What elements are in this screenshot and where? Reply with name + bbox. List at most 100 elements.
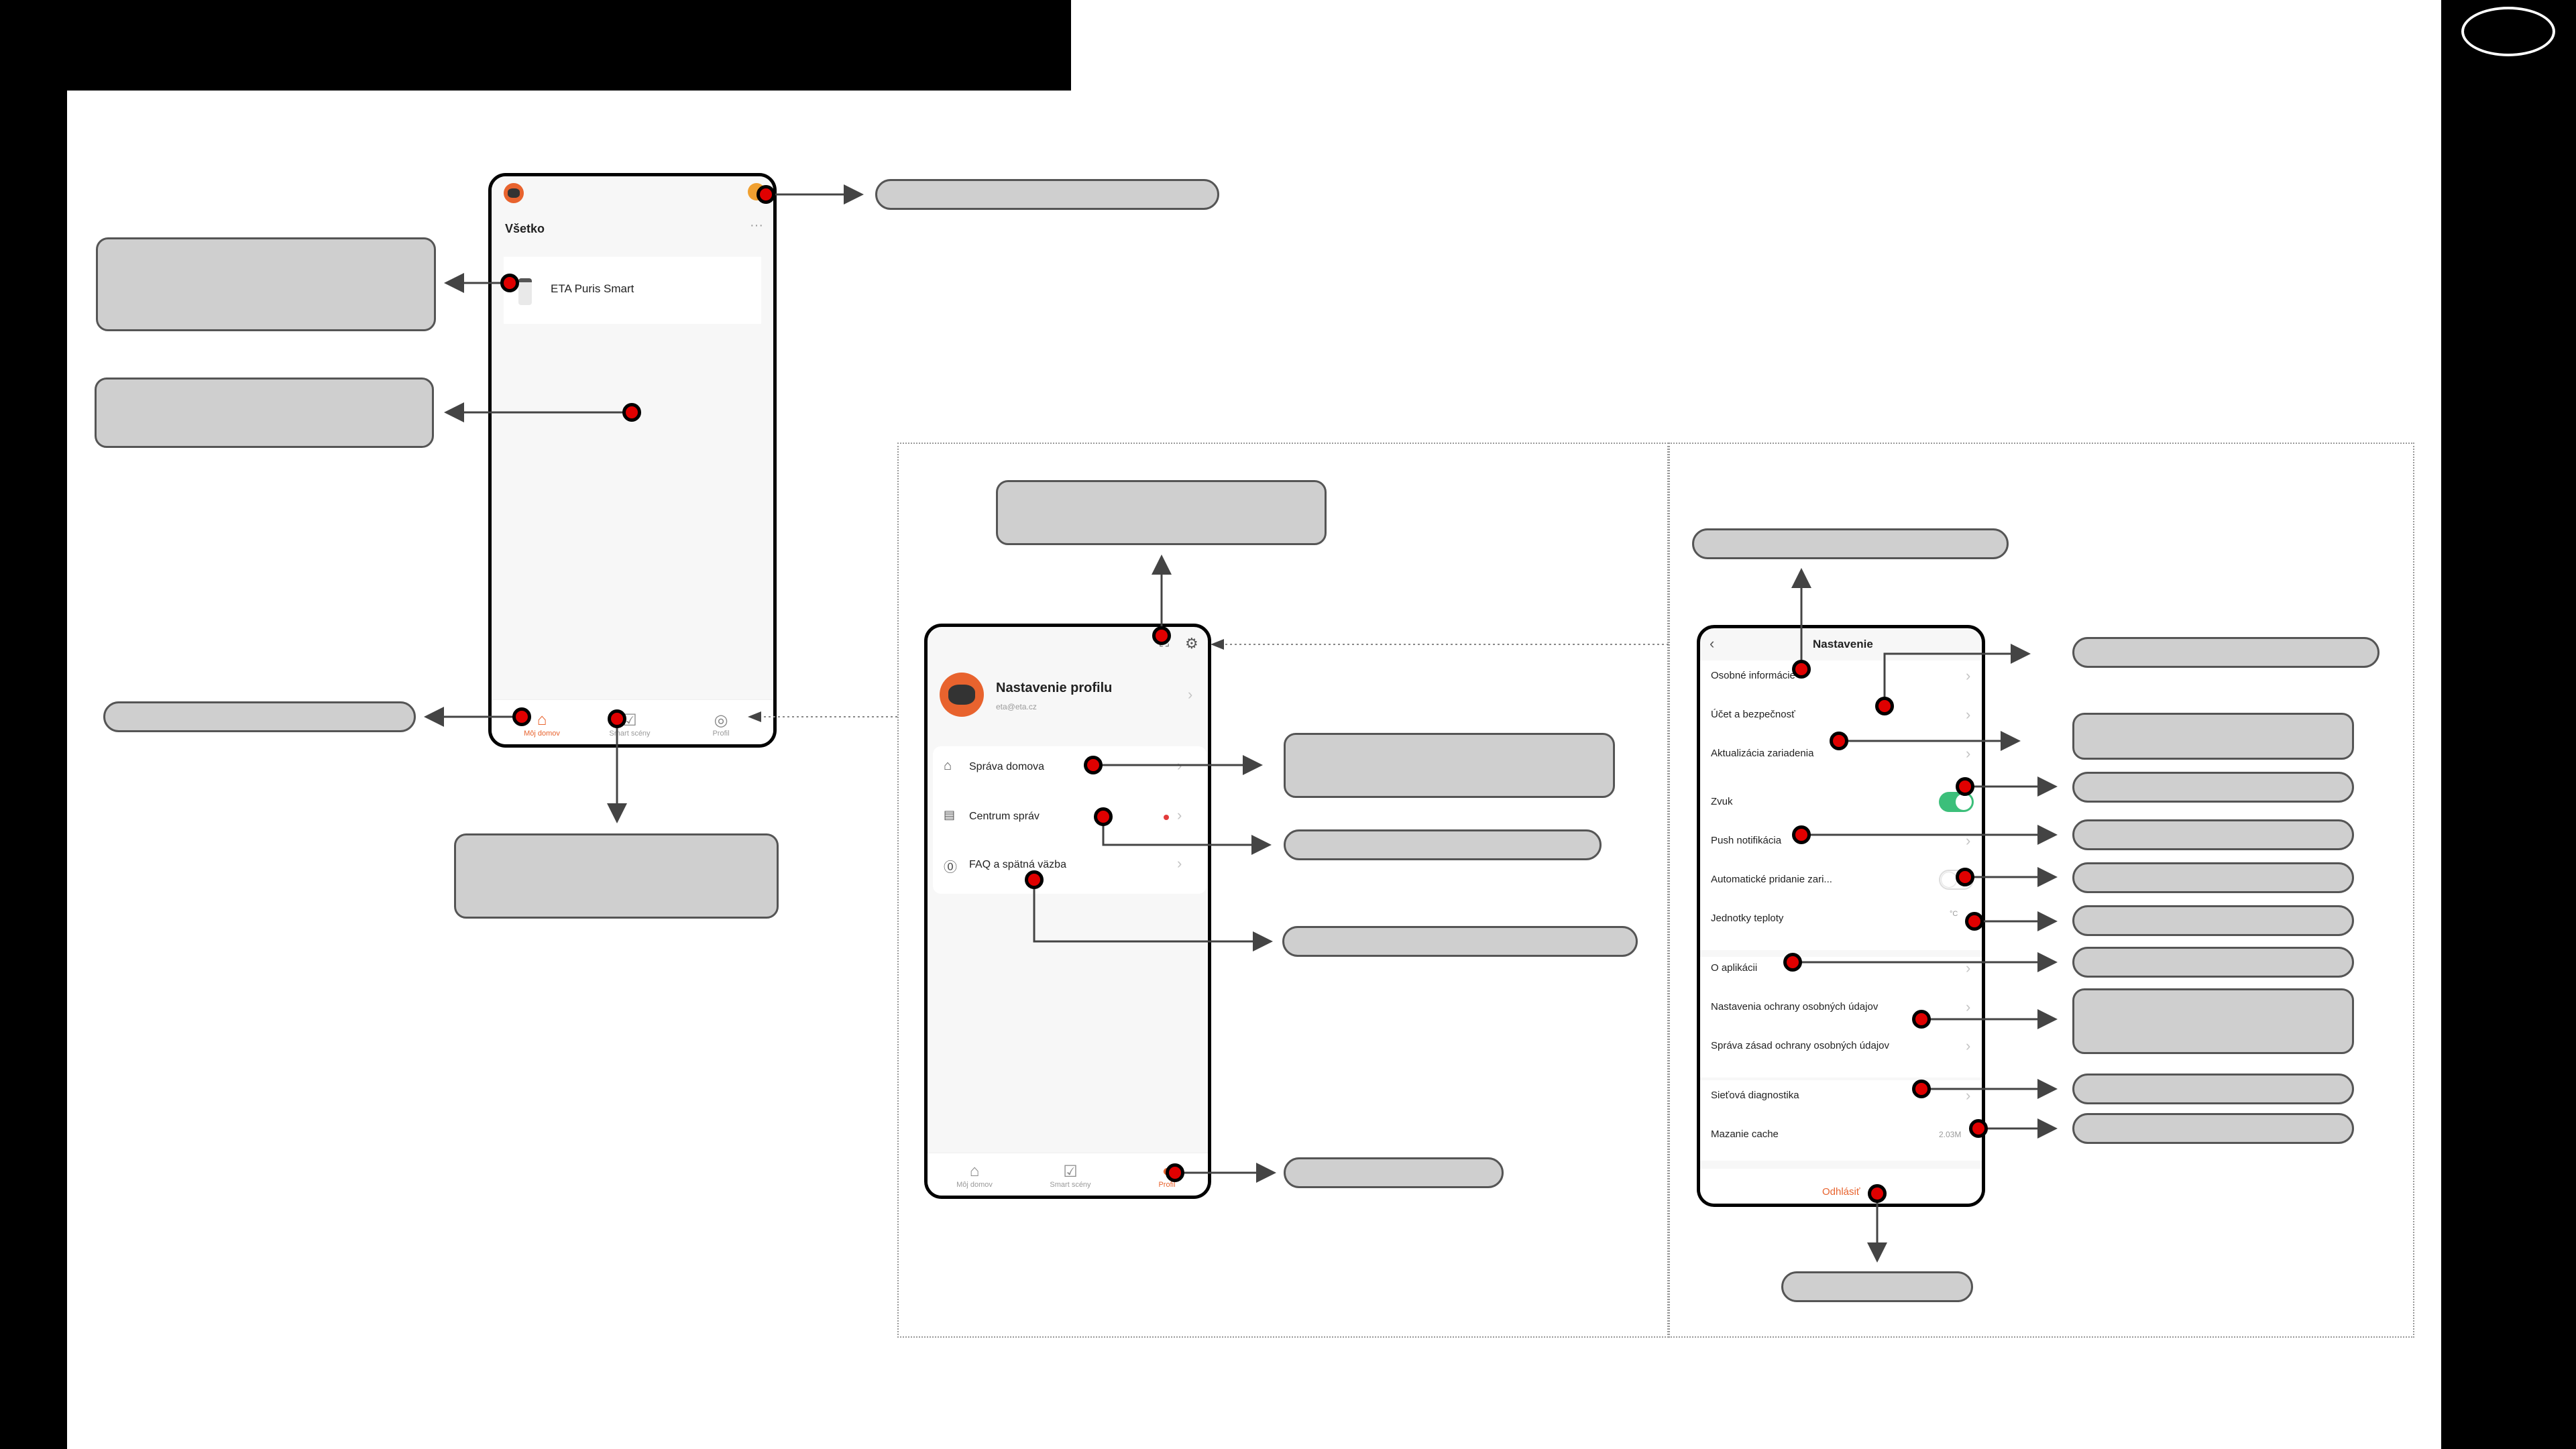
- row-sound: Zvuk: [1711, 796, 1733, 807]
- callout-device-list: [95, 378, 434, 448]
- tab-home[interactable]: Môj domov: [524, 730, 560, 738]
- home-icon[interactable]: ⌂: [969, 1162, 980, 1180]
- callout-account-security: [2072, 637, 2379, 668]
- chevron-right-icon: ›: [1188, 686, 1193, 703]
- row-temperature-units[interactable]: Jednotky teploty: [1711, 913, 1784, 924]
- tab-profile[interactable]: Profil: [1158, 1181, 1176, 1189]
- canvas-top: [1071, 0, 2441, 91]
- sound-toggle[interactable]: [1939, 792, 1974, 812]
- tab-home[interactable]: Môj domov: [956, 1181, 993, 1189]
- home-title: Všetko: [505, 222, 545, 235]
- callout-faq: [1282, 926, 1638, 957]
- tab-smart-scenes[interactable]: Smart scény: [609, 730, 651, 738]
- home-avatar[interactable]: [504, 183, 524, 203]
- chevron-right-icon: ›: [1177, 855, 1182, 872]
- home-screen: Všetko ··· ETA Puris Smart ⌂ Môj domov ☑…: [488, 173, 777, 748]
- profile-title[interactable]: Nastavenie profilu: [996, 681, 1113, 695]
- menu-faq-feedback[interactable]: FAQ a spätná väzba: [969, 859, 1066, 870]
- marker-message-center: [1094, 807, 1113, 826]
- tab-smart-scenes[interactable]: Smart scény: [1050, 1181, 1091, 1189]
- callout-temperature: [2072, 905, 2354, 936]
- row-privacy-settings[interactable]: Nastavenia ochrany osobných údajov: [1711, 1001, 1879, 1012]
- marker-push: [1792, 825, 1811, 844]
- chevron-right-icon: ›: [1177, 807, 1182, 823]
- marker-faq: [1025, 870, 1044, 889]
- chevron-right-icon: ›: [1966, 998, 1971, 1015]
- chevron-right-icon: ›: [1966, 1037, 1971, 1054]
- device-card[interactable]: ETA Puris Smart: [504, 257, 761, 324]
- marker-account-security: [1875, 697, 1894, 715]
- row-about-app[interactable]: O aplikácii: [1711, 962, 1758, 974]
- row-push-notification[interactable]: Push notifikácia: [1711, 835, 1782, 846]
- menu-home-management[interactable]: Správa domova: [969, 761, 1045, 772]
- profile-icon[interactable]: ◎: [714, 711, 728, 730]
- callout-push: [2072, 819, 2354, 850]
- marker-privacy: [1912, 1010, 1931, 1029]
- marker-auto-add: [1956, 868, 1974, 886]
- back-arrow-icon[interactable]: ‹: [1710, 635, 1715, 652]
- scene-check-icon[interactable]: ☑: [1063, 1163, 1078, 1181]
- chevron-right-icon: ›: [1966, 832, 1971, 849]
- marker-device-card: [500, 274, 519, 292]
- callout-privacy: [2072, 988, 2354, 1054]
- settings-title: Nastavenie: [1813, 638, 1873, 650]
- cache-size-value: 2.03M: [1939, 1130, 1962, 1139]
- temperature-unit-value: °C: [1950, 910, 1958, 918]
- callout-personal-info: [1692, 528, 2009, 559]
- corner-oval: [2461, 7, 2555, 56]
- marker-device-list: [622, 403, 641, 422]
- profile-avatar[interactable]: [940, 673, 984, 717]
- marker-network: [1912, 1080, 1931, 1098]
- callout-device-update: [2072, 713, 2354, 760]
- row-clear-cache[interactable]: Mazanie cache: [1711, 1128, 1779, 1140]
- house-outline-icon: ⌂: [944, 758, 952, 773]
- unread-badge: [1164, 815, 1169, 820]
- profile-menu-card: [933, 746, 1207, 894]
- marker-tab-home: [512, 707, 531, 726]
- profile-frame: [897, 443, 1669, 1338]
- callout-scan: [996, 480, 1327, 545]
- row-auto-add: Automatické pridanie zari...: [1711, 874, 1832, 885]
- chevron-right-icon: ›: [1966, 706, 1971, 723]
- callout-tab-scenes: [454, 833, 779, 919]
- more-dots-icon[interactable]: ···: [750, 218, 763, 233]
- settings-screen: ‹ Nastavenie Osobné informácie › Účet a …: [1697, 625, 1985, 1207]
- marker-tab-profile: [1166, 1163, 1184, 1182]
- device-name: ETA Puris Smart: [551, 282, 634, 295]
- marker-add-device: [757, 185, 775, 204]
- callout-about: [2072, 947, 2354, 978]
- marker-tab-scenes: [608, 709, 626, 728]
- profile-screen: ⛶ ⚙ Nastavenie profilu eta@eta.cz › ⌂ Sp…: [924, 624, 1211, 1199]
- callout-home-management: [1284, 733, 1615, 798]
- callout-tab-profile: [1284, 1157, 1504, 1188]
- callout-sound: [2072, 772, 2354, 803]
- chevron-right-icon: ›: [1966, 745, 1971, 762]
- home-icon[interactable]: ⌂: [537, 711, 547, 729]
- row-personal-info[interactable]: Osobné informácie: [1711, 670, 1795, 681]
- menu-message-center[interactable]: Centrum správ: [969, 811, 1040, 822]
- callout-auto-add: [2072, 862, 2354, 893]
- marker-home-management: [1084, 756, 1103, 774]
- marker-about: [1783, 953, 1802, 972]
- row-device-update[interactable]: Aktualizácia zariadenia: [1711, 748, 1814, 759]
- settings-frame: [1669, 443, 2414, 1338]
- marker-cache: [1969, 1119, 1988, 1138]
- row-network-diagnostics[interactable]: Sieťová diagnostika: [1711, 1090, 1799, 1101]
- callout-cache: [2072, 1113, 2354, 1144]
- marker-logout: [1868, 1184, 1887, 1203]
- chevron-right-icon: ›: [1966, 667, 1971, 684]
- logout-button[interactable]: Odhlásiť: [1822, 1186, 1860, 1198]
- tab-profile[interactable]: Profil: [712, 730, 730, 738]
- callout-device-card: [96, 237, 436, 331]
- row-account-security[interactable]: Účet a bezpečnosť: [1711, 709, 1795, 720]
- callout-network: [2072, 1074, 2354, 1104]
- chevron-right-icon: ›: [1966, 1087, 1971, 1104]
- profile-email: eta@eta.cz: [996, 702, 1037, 711]
- chevron-right-icon: ›: [1966, 960, 1971, 976]
- marker-scan: [1152, 626, 1171, 645]
- marker-personal-info: [1792, 660, 1811, 679]
- settings-gear-icon[interactable]: ⚙: [1185, 635, 1198, 652]
- row-privacy-policy[interactable]: Správa zásad ochrany osobných údajov: [1711, 1040, 1890, 1051]
- callout-message-center: [1284, 829, 1602, 860]
